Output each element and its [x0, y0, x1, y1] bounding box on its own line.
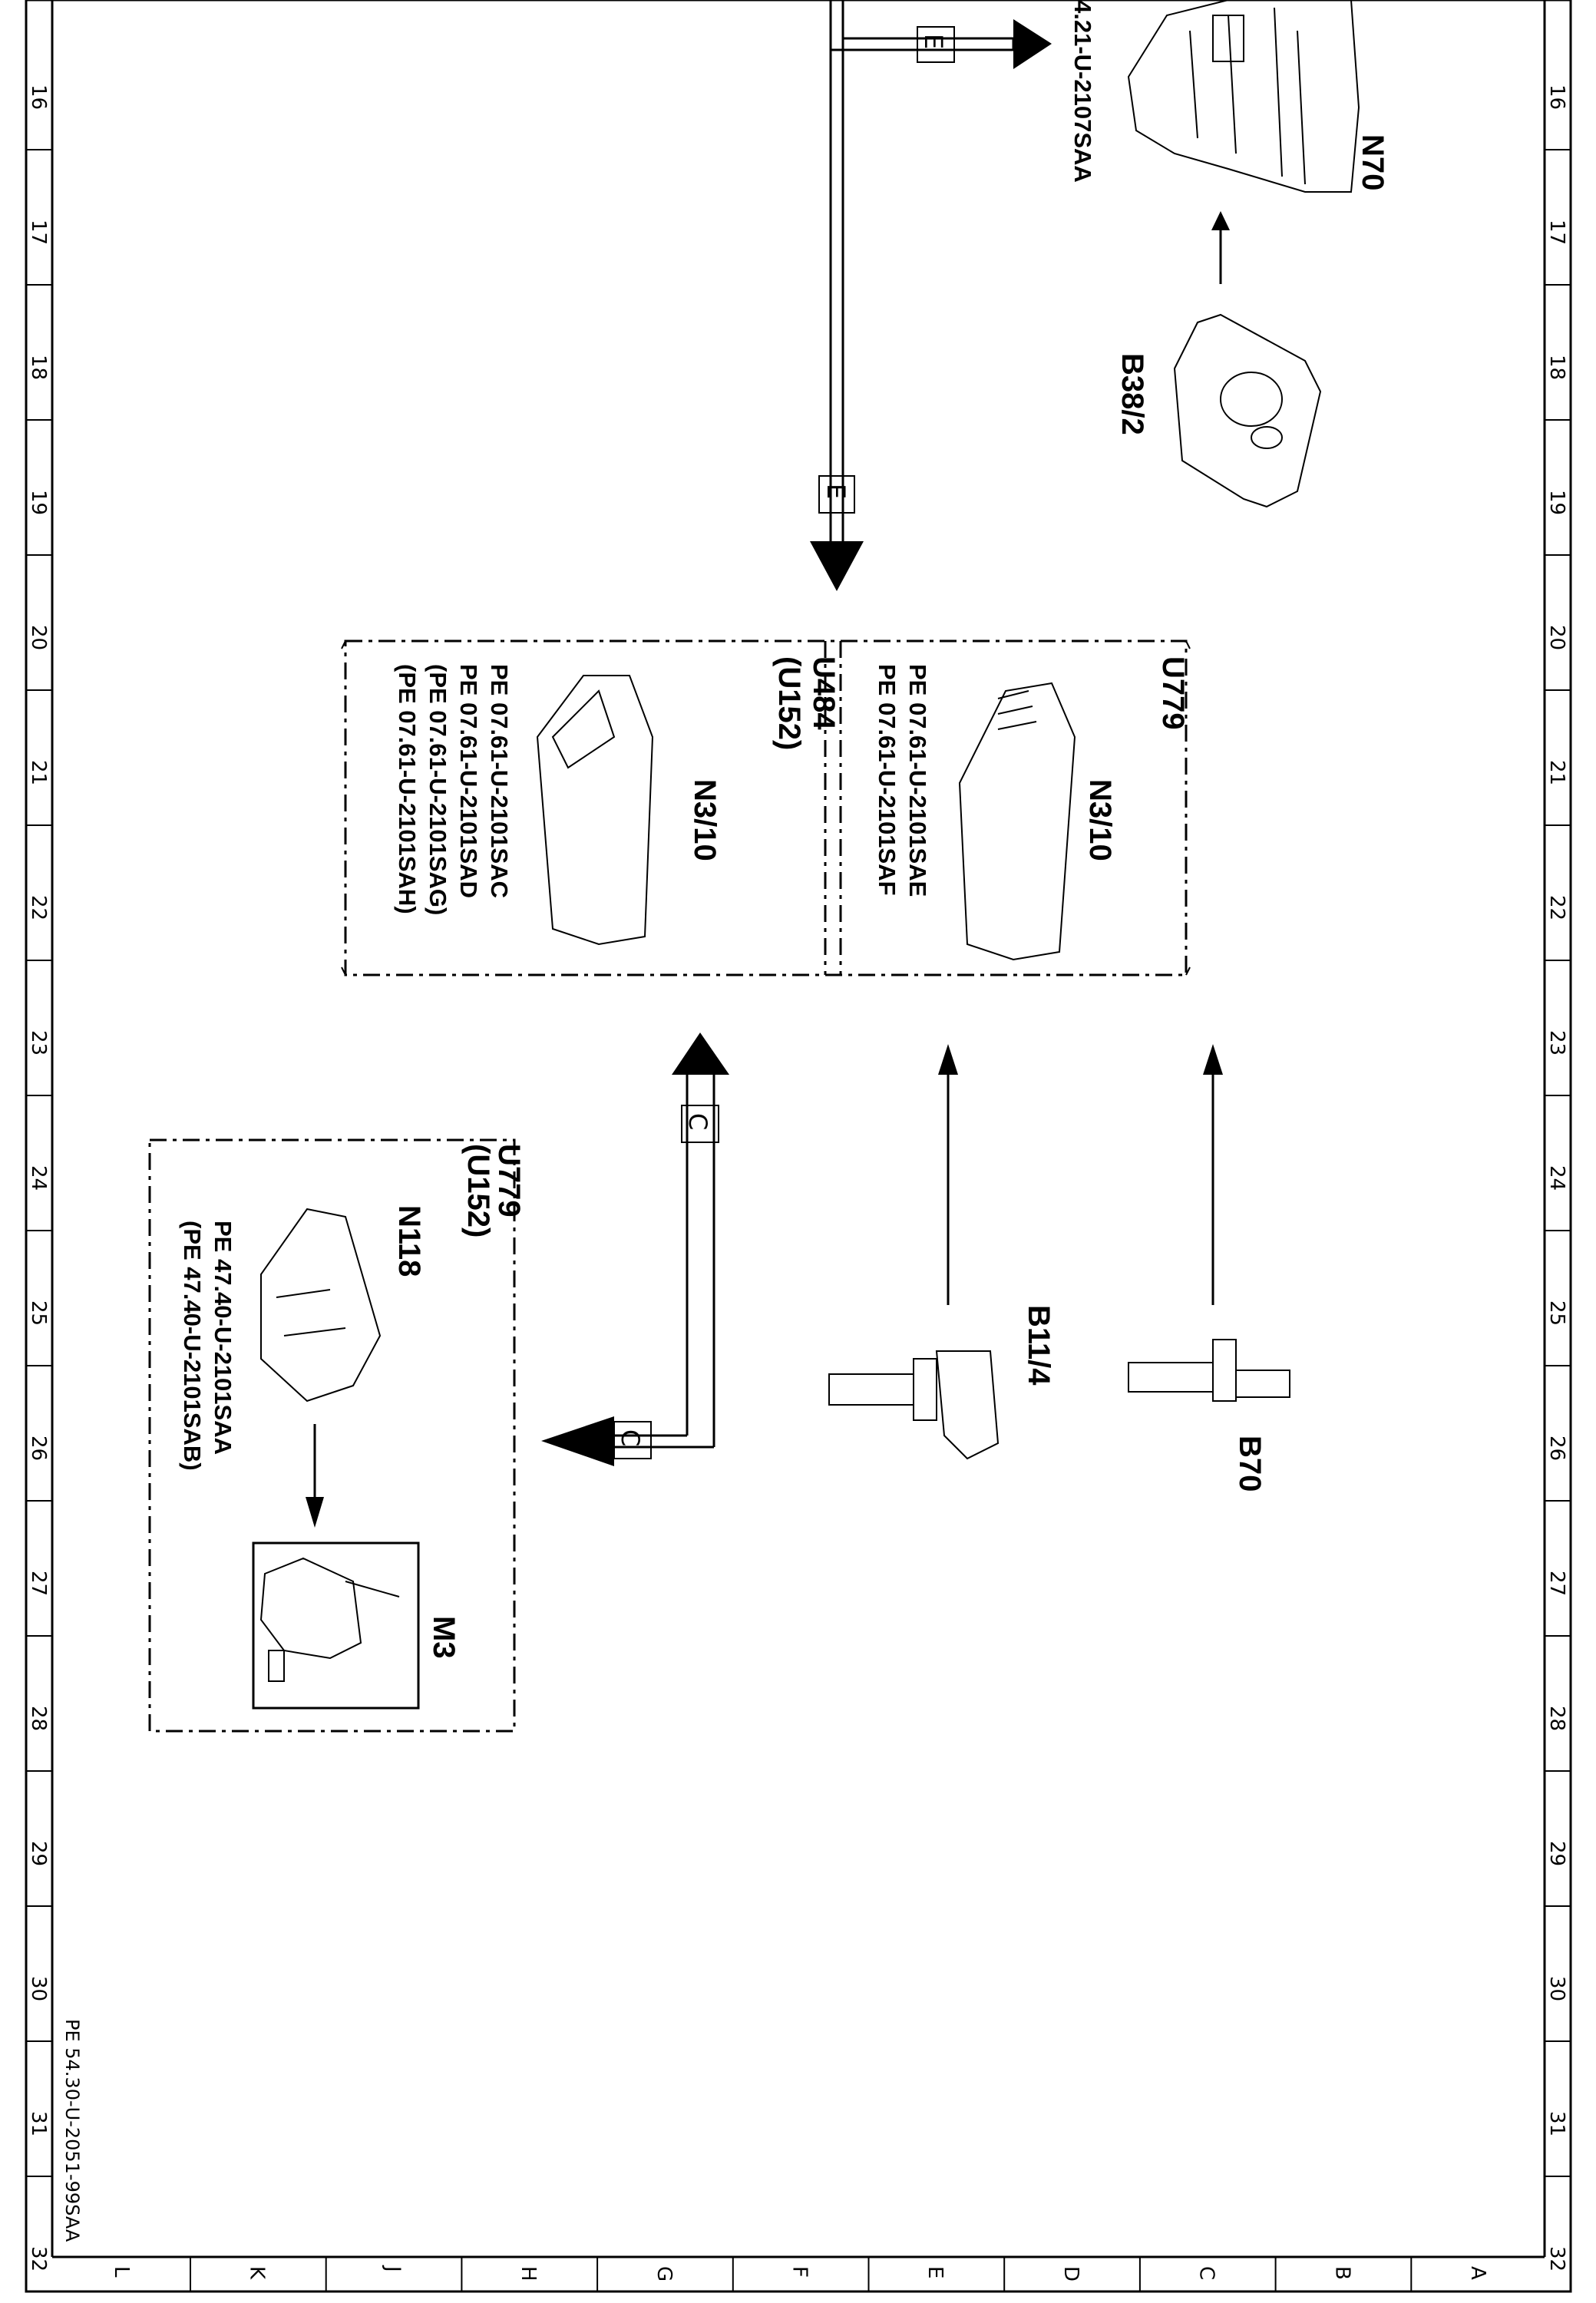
n70-label: N70 — [1356, 134, 1389, 190]
row-label: 28 — [27, 1706, 50, 1731]
connector-e-mid: E — [818, 475, 855, 514]
row-label: 30 — [27, 1976, 50, 2001]
document-ref: PE 54.30-U-2051-99SAA — [61, 2019, 83, 2242]
n118-ref-2: (PE 47.40-U-2101SAB) — [179, 1221, 206, 1471]
row-label: 25 — [1545, 1300, 1568, 1326]
row-label: 32 — [27, 2246, 50, 2272]
connector-e-top: E — [917, 26, 955, 63]
row-label: 16 — [27, 84, 50, 110]
n3-10-bottom-group-alt: (U152) — [772, 656, 806, 750]
row-label: 21 — [1545, 760, 1568, 785]
row-label: 19 — [1545, 490, 1568, 515]
row-label: 19 — [27, 490, 50, 515]
n3-10-bottom-ref-3: (PE 07.61-U-2101SAG) — [425, 664, 451, 915]
n3-10-bottom-ref-1: PE 07.61-U-2101SAC — [486, 664, 513, 898]
row-label: 18 — [27, 355, 50, 380]
n3-10-bottom-ref-2: PE 07.61-U-2101SAD — [455, 664, 482, 898]
column-label: B — [1330, 2266, 1353, 2280]
n3-10-bottom-group: U484 — [807, 656, 841, 730]
column-label: K — [246, 2266, 269, 2280]
b11-4-label: B11/4 — [1022, 1305, 1056, 1386]
svg-text:E: E — [919, 34, 948, 49]
svg-text:C: C — [683, 1113, 712, 1130]
row-label: 20 — [1545, 625, 1568, 650]
n3-10-bottom-label: N3/10 — [688, 779, 722, 861]
row-label: 16 — [1545, 84, 1568, 110]
row-label: 31 — [27, 2111, 50, 2136]
row-label: 21 — [27, 760, 50, 785]
n3-10-top-component: U779 N3/10 PE 07.61-U-2101SAE PE 07.61-U… — [874, 656, 1190, 961]
row-label: 22 — [1545, 895, 1568, 920]
row-label: 29 — [1545, 1841, 1568, 1866]
svg-text:C: C — [616, 1429, 645, 1446]
connector-c-left: C — [613, 1421, 652, 1459]
column-label: J — [381, 2265, 404, 2272]
row-label: 26 — [1545, 1436, 1568, 1461]
row-label: 23 — [27, 1030, 50, 1056]
row-label: 28 — [1545, 1706, 1568, 1731]
n3-10-top-ref-2: PE 07.61-U-2101SAF — [874, 664, 900, 896]
row-label: 24 — [1545, 1165, 1568, 1191]
row-label: 26 — [27, 1436, 50, 1461]
column-label: G — [653, 2266, 676, 2282]
column-label: C — [1195, 2266, 1218, 2280]
row-ticks: 16 16 17 17 18 18 19 19 20 20 21 21 22 22 23 23 24 24 25 25… — [26, 84, 1571, 2272]
wire-c — [541, 1033, 729, 1466]
n3-10-bottom-ref-4: (PE 07.61-U-2101SAH) — [394, 664, 421, 914]
n118-label: N118 — [392, 1205, 426, 1277]
row-label: 17 — [27, 220, 50, 245]
n3-10-group-box — [341, 639, 1191, 976]
svg-text:E: E — [821, 484, 851, 499]
n3-10-bottom-component: U484 (U152) N3/10 PE 07.61-U-2101SAC PE … — [394, 656, 841, 946]
row-label: 20 — [27, 625, 50, 650]
row-label: 29 — [27, 1841, 50, 1866]
row-label: 31 — [1545, 2111, 1568, 2136]
frame — [25, 0, 1572, 2293]
row-label: 30 — [1545, 1976, 1568, 2001]
n118-group-alt: (U152) — [461, 1144, 495, 1237]
n118-group: U779 — [492, 1144, 526, 1218]
m3-component: M3 — [252, 1541, 461, 1710]
b38-2-component: B38/2 — [1115, 313, 1322, 508]
wire-e-bus — [810, 0, 1052, 591]
n3-10-top-label: N3/10 — [1083, 779, 1117, 861]
b38-2-label: B38/2 — [1115, 353, 1149, 435]
top-ref-label: 4.21-U-2107SAA — [1069, 0, 1096, 183]
row-label: 23 — [1545, 1030, 1568, 1056]
m3-label: M3 — [427, 1616, 461, 1659]
column-label: E — [924, 2266, 947, 2278]
column-label: H — [517, 2266, 540, 2282]
n3-10-top-group: U779 — [1156, 656, 1190, 730]
b70-label: B70 — [1233, 1436, 1267, 1492]
n3-10-top-ref-1: PE 07.61-U-2101SAE — [904, 664, 931, 897]
row-label: 27 — [27, 1571, 50, 1596]
row-label: 22 — [27, 895, 50, 920]
row-label: 24 — [27, 1165, 50, 1191]
n118-group-box: U779 (U152) N118 PE 47.40-U-2101SAA (PE … — [148, 1138, 526, 1733]
row-label: 25 — [27, 1300, 50, 1326]
row-label: 18 — [1545, 355, 1568, 380]
connector-c-up: C — [681, 1105, 719, 1143]
b11-4-component: B11/4 — [828, 1305, 1056, 1460]
column-label: L — [110, 2266, 133, 2278]
column-label: F — [788, 2266, 811, 2278]
row-label: 32 — [1545, 2246, 1568, 2272]
row-label: 17 — [1545, 220, 1568, 245]
row-label: 27 — [1545, 1571, 1568, 1596]
n118-ref-1: PE 47.40-U-2101SAA — [210, 1221, 236, 1455]
n70-component: N70 — [1127, 0, 1389, 193]
b70-component: B70 — [1128, 1339, 1290, 1492]
column-label: D — [1059, 2266, 1082, 2282]
column-label: A — [1466, 2266, 1489, 2280]
